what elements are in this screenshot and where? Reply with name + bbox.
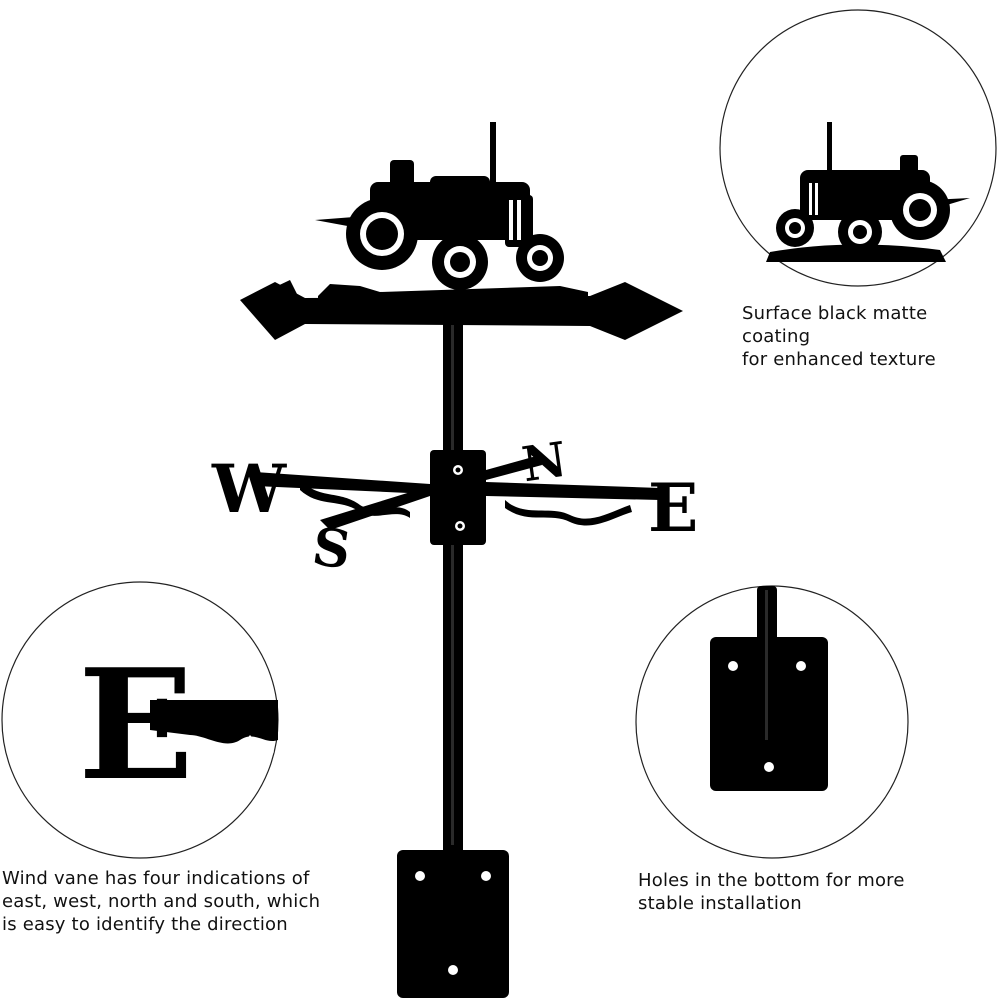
detail-circle-base <box>635 585 909 859</box>
caption-holes: Holes in the bottom for more stable inst… <box>638 870 905 914</box>
arm-closeup <box>150 700 278 756</box>
compass-letter-east: E <box>648 469 698 547</box>
caption-coating: Surface black matte coating for enhanced… <box>742 303 936 370</box>
detail-circle-letter: E <box>1 581 279 859</box>
tractor-closeup <box>766 122 970 262</box>
base-plate <box>397 850 509 998</box>
tractor-silhouette <box>315 122 588 302</box>
base-plate-closeup <box>710 586 828 791</box>
compass-letter-west: W <box>211 450 287 528</box>
compass-letter-north: N <box>519 432 570 494</box>
compass-letter-south: S <box>309 516 355 582</box>
caption-directions: Wind vane has four indications of east, … <box>2 868 321 935</box>
compass-arms <box>255 455 660 530</box>
closeup-letter-east: E <box>78 635 194 814</box>
compass-hub <box>430 450 486 545</box>
detail-circle-coating <box>719 9 997 287</box>
weathervane: W E N S <box>211 122 698 998</box>
